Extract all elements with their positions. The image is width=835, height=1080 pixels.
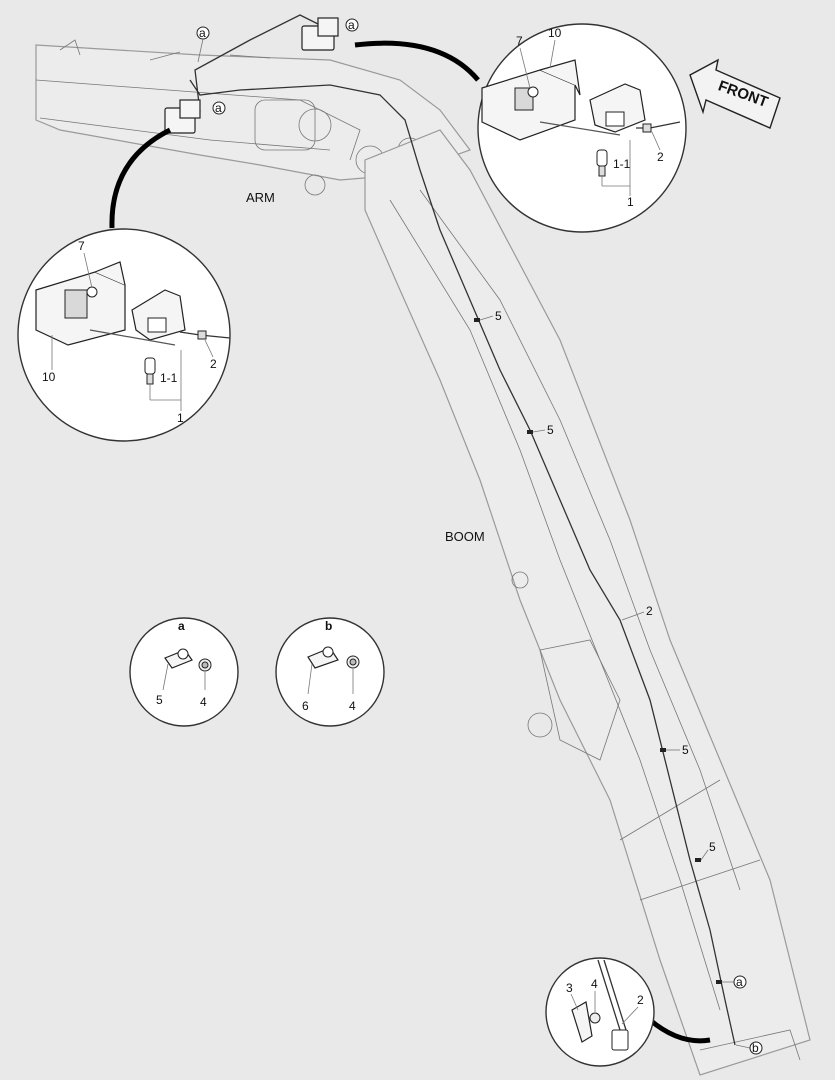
bolt-icon	[589, 1012, 601, 1024]
detail-bottom-callout-2: 2	[637, 993, 644, 1007]
bulb-icon	[144, 357, 156, 385]
callout-a-2: a	[348, 18, 355, 32]
clamp-icon	[571, 1001, 593, 1043]
callout-a-3: a	[215, 101, 222, 115]
detail-circle-bottom: 3 4 2	[545, 957, 655, 1067]
boom-label: BOOM	[445, 529, 485, 544]
detail-circle-b: b 6 4	[275, 617, 385, 727]
callout-7-upper: 7	[516, 34, 523, 48]
arm-callout-a-markers: a a a	[196, 18, 359, 115]
bolt-icon	[346, 655, 360, 669]
callout-a-boom: a	[736, 975, 743, 989]
leader-left	[109, 127, 172, 229]
boom-callouts: 5 5 2 5 5 a b	[479, 309, 763, 1055]
arm-structure	[35, 39, 471, 196]
arm-lamp-upper	[301, 17, 339, 51]
arm-lamp-lower	[164, 99, 201, 134]
detail-b-title: b	[325, 619, 332, 633]
detail-bottom-callout-4: 4	[591, 977, 598, 991]
detail-circle-a: a 5 4	[129, 617, 239, 727]
callout-1-1-upper: 1-1	[613, 157, 631, 171]
callout-2-upper: 2	[657, 150, 664, 164]
detail-b-callout-4: 4	[349, 699, 356, 713]
callout-5-boom-4: 5	[709, 840, 716, 854]
arrow-front-icon: FRONT	[689, 58, 781, 129]
arm-label: ARM	[246, 190, 275, 205]
callout-b-boom: b	[752, 1041, 759, 1055]
bulb-icon	[596, 149, 608, 177]
detail-b-callout-6: 6	[302, 699, 309, 713]
callout-1-1-left: 1-1	[160, 371, 178, 385]
harness-cable	[189, 14, 736, 1046]
callout-2-boom: 2	[646, 604, 653, 618]
boom-structure	[364, 129, 811, 1076]
callout-1-left: 1	[177, 411, 184, 425]
detail-bottom-callout-3: 3	[566, 981, 573, 995]
detail-circle-left: 7 10 1-1 2 1	[17, 228, 231, 442]
callout-5-boom-1: 5	[495, 309, 502, 323]
callout-5-boom-2: 5	[547, 423, 554, 437]
leader-bottom	[648, 1018, 711, 1044]
callout-7-left: 7	[78, 239, 85, 253]
leader-upper-right	[354, 40, 480, 82]
callout-10-upper: 10	[548, 26, 562, 40]
callout-1-upper: 1	[627, 195, 634, 209]
cable-clamps	[474, 318, 722, 984]
detail-a-callout-4: 4	[200, 695, 207, 709]
callout-10-left: 10	[42, 370, 56, 384]
detail-circle-upper-right: 7 10 1-1 2 1	[477, 23, 687, 233]
detail-a-callout-5: 5	[156, 693, 163, 707]
callout-a-1: a	[199, 26, 206, 40]
bolt-icon	[198, 658, 212, 672]
callout-5-boom-3: 5	[682, 743, 689, 757]
clamp-icon	[164, 648, 193, 669]
detail-a-title: a	[178, 619, 185, 633]
callout-2-left: 2	[210, 357, 217, 371]
clamp-icon	[307, 646, 339, 669]
